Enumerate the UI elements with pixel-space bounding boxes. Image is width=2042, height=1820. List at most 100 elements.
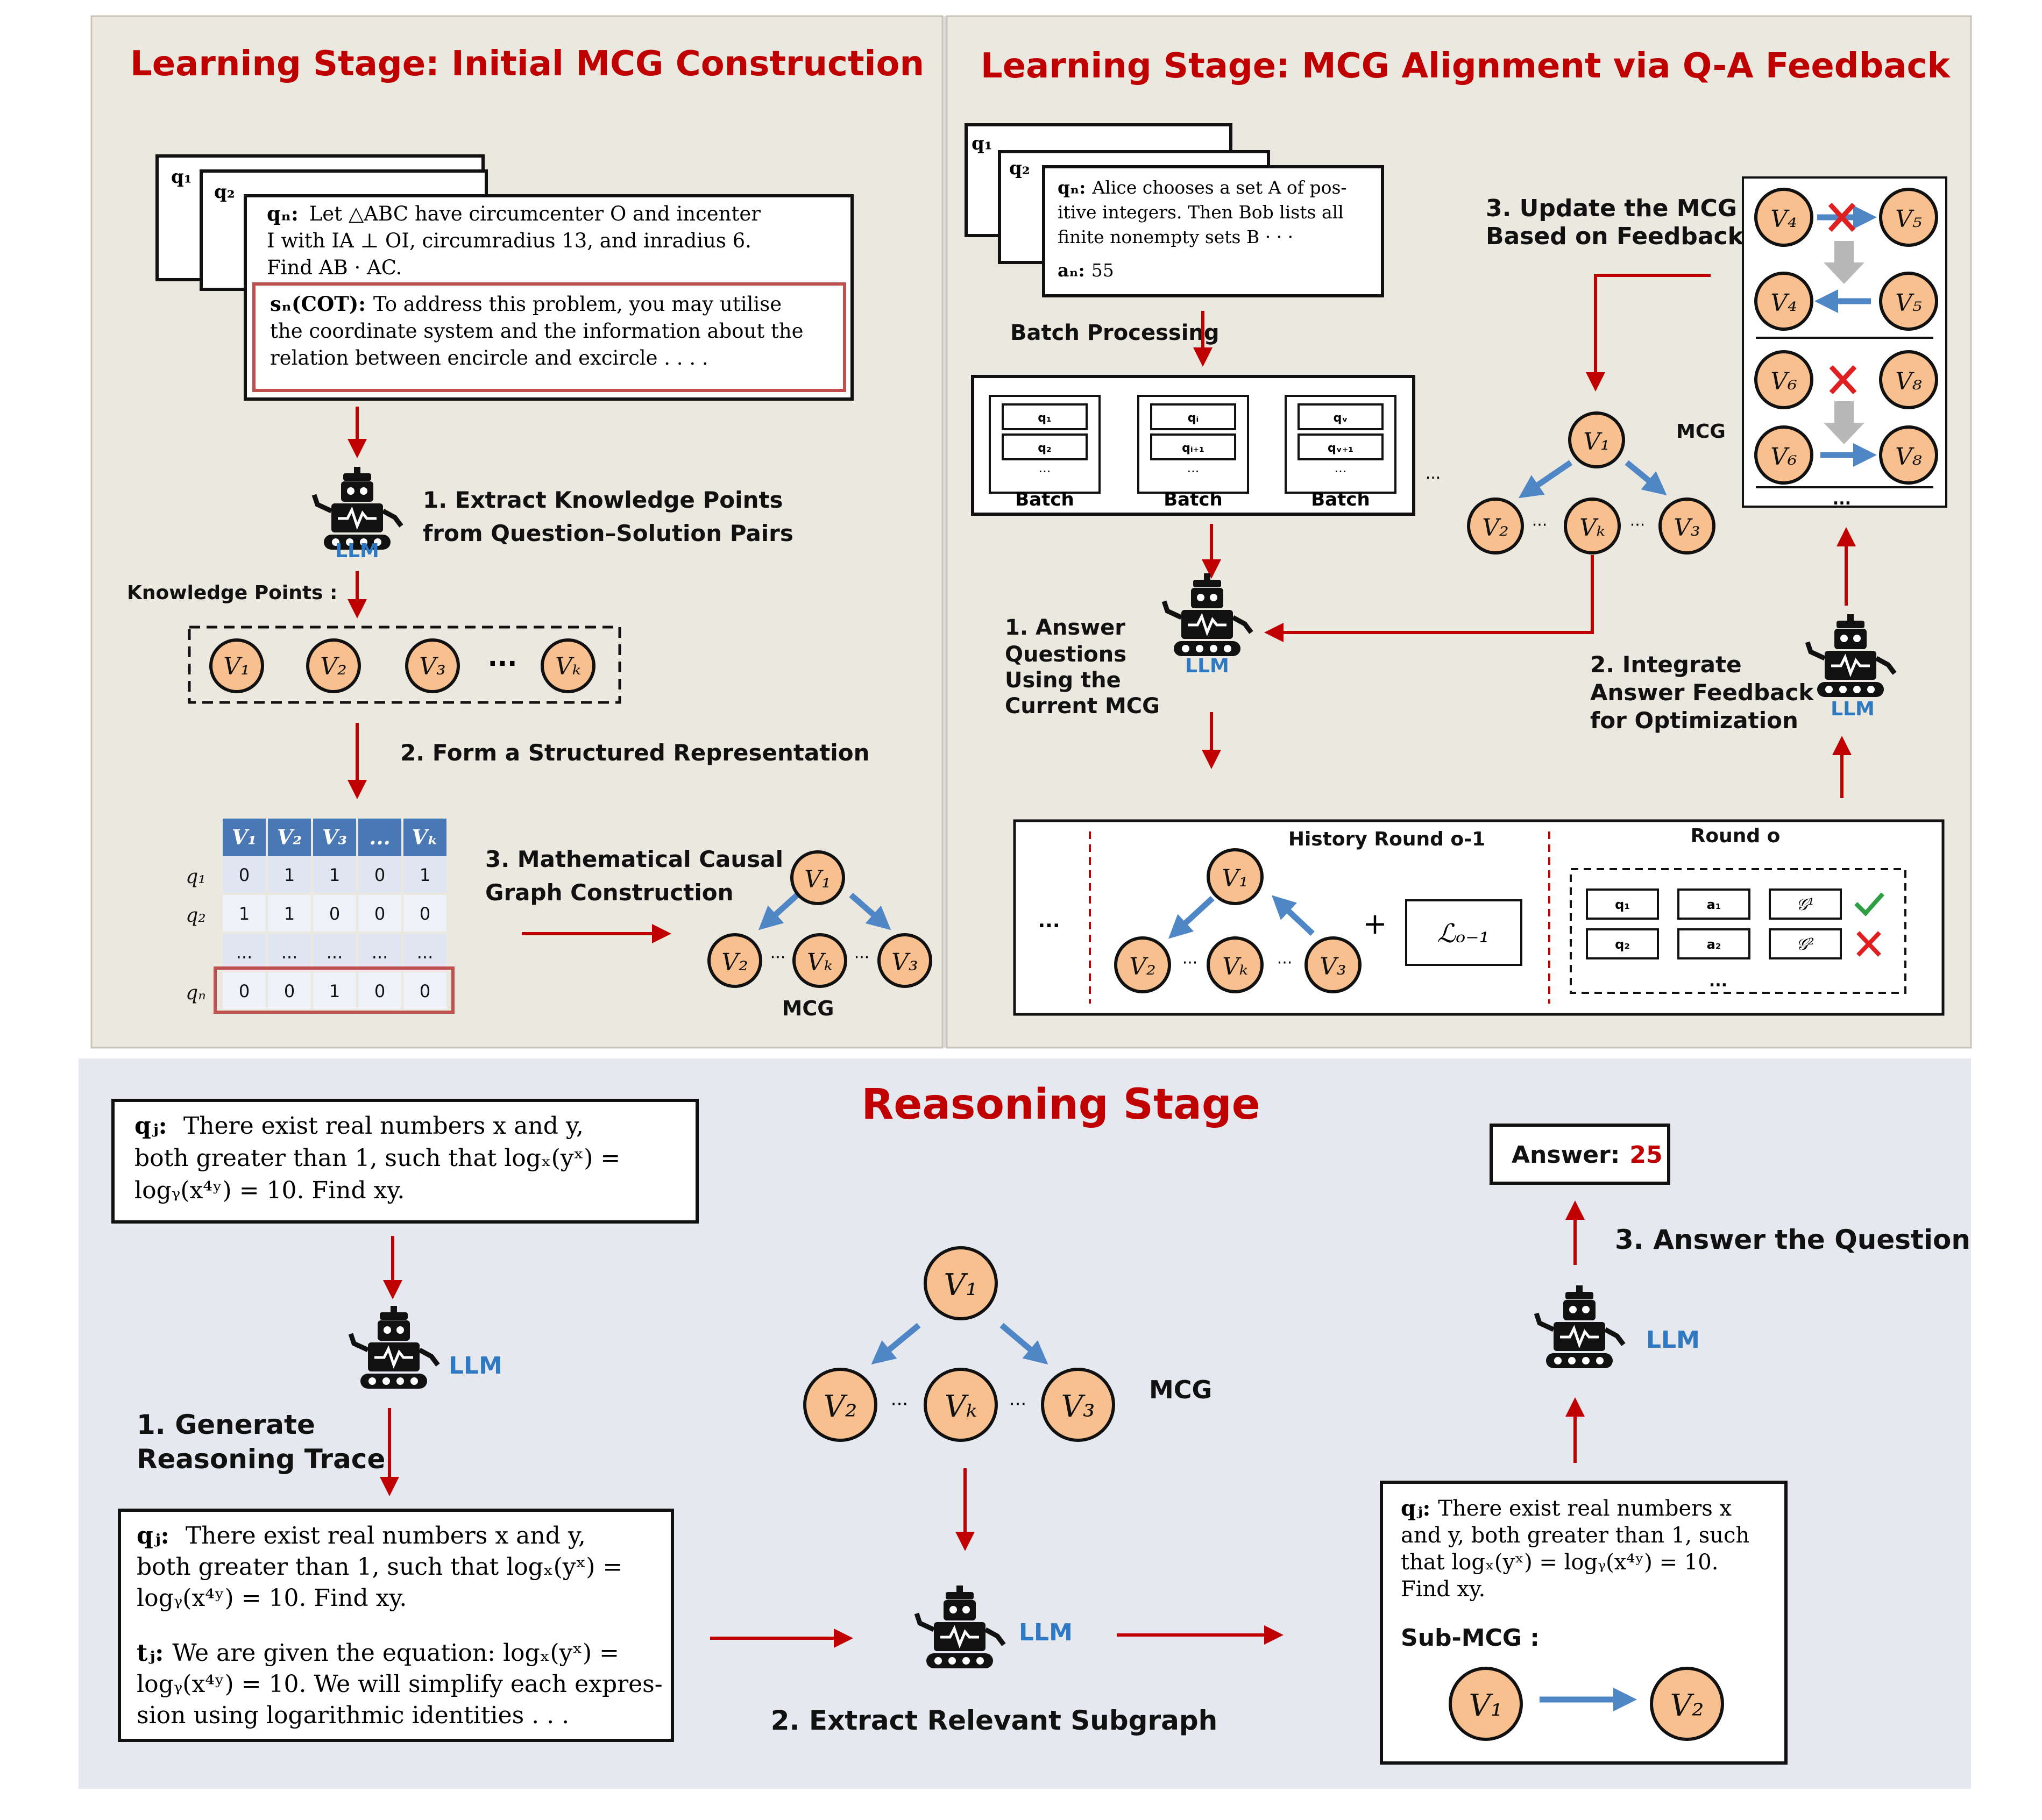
- qj2-text-3: logᵧ(x⁴ʸ) = 10. Find xy.: [137, 1584, 407, 1612]
- title-reasoning: Reasoning Stage: [861, 1080, 1260, 1129]
- cross-icon: [1856, 931, 1881, 957]
- r-qn-text-3: finite nonempty sets B · · ·: [1058, 226, 1293, 247]
- mcg-left-label: MCG: [782, 997, 834, 1020]
- sub-q-text-2: and y, both greater than 1, such: [1401, 1523, 1749, 1548]
- round-title: Round o: [1691, 825, 1781, 847]
- answer-value: 25: [1629, 1141, 1662, 1169]
- table-cell: 0: [239, 865, 250, 885]
- loss-term: ℒₒ₋₁: [1437, 919, 1490, 949]
- svg-text:V₆: V₆: [1770, 368, 1797, 395]
- r-step1-line2: Questions: [1005, 642, 1126, 667]
- kp-node-v3: V₃: [405, 638, 460, 693]
- svg-text:···: ···: [1532, 516, 1548, 535]
- qj2-text-1: There exist real numbers x and y,: [186, 1522, 586, 1549]
- svg-text:V₁: V₁: [223, 653, 250, 680]
- qn-label: qₙ:: [267, 202, 299, 225]
- mcg-graph-right: V₁ MCG V₂ ··· Vₖ ··· V₃: [1467, 411, 1726, 554]
- sn-text-1: To address this problem, you may utilise: [373, 293, 782, 316]
- svg-text:V₂: V₂: [1670, 1688, 1704, 1723]
- mcg-graph-bottom: V₁ V₂ ··· Vₖ ··· V₃ MCG: [803, 1246, 1212, 1442]
- batch-item-top: qᵢ: [1188, 411, 1199, 425]
- batch-label: Batch: [1311, 489, 1370, 510]
- svg-text:V₃: V₃: [419, 653, 445, 680]
- sub-q-text-4: Find xy.: [1401, 1577, 1485, 1602]
- llm-label-2: LLM: [1185, 655, 1229, 677]
- svg-text:V₅: V₅: [1895, 289, 1922, 317]
- qn-text-1: Let △ABC have circumcenter O and incente…: [309, 202, 761, 225]
- table-cell: 0: [284, 981, 295, 1001]
- r-step1-line4: Current MCG: [1005, 694, 1160, 719]
- update-pair-2: V₆ V₈ V₆ V₈: [1754, 350, 1938, 485]
- question-cards-right: q₁ q₂ qₙ:Alice chooses a set A of pos- i…: [965, 123, 1384, 297]
- mcg-bottom-vk: Vₖ: [924, 1368, 998, 1442]
- svg-text:V₁: V₁: [1583, 428, 1610, 456]
- table-cell: 0: [329, 904, 340, 924]
- step1-extract-line1: 1. Extract Knowledge Points: [423, 487, 783, 513]
- mcg-left-v1: V₁: [790, 850, 845, 905]
- table-header-1: V₂: [277, 825, 302, 849]
- llm-label-5: LLM: [1019, 1619, 1073, 1646]
- card-tab-q1: q₁: [171, 166, 192, 188]
- table-row-label: q₁: [186, 866, 205, 888]
- svg-text:qₙ:Alice chooses a set A of po: qₙ:Alice chooses a set A of pos-: [1058, 177, 1347, 198]
- round-g: 𝒢²: [1796, 935, 1814, 954]
- tj-label: tⱼ:: [137, 1639, 164, 1667]
- kp-node-vk: Vₖ: [541, 638, 595, 693]
- mcg-bottom-v3: V₃: [1041, 1368, 1115, 1442]
- llm-label-4: LLM: [449, 1352, 502, 1380]
- r-an-value: 55: [1091, 260, 1114, 281]
- table-cell: 0: [374, 904, 385, 924]
- mcg-right-v3: V₃: [1658, 497, 1715, 554]
- batch-item-bottom: q₂: [1038, 442, 1051, 455]
- r-step2-line2: Answer Feedback: [1590, 679, 1814, 706]
- step2-structured: 2. Form a Structured Representation: [400, 740, 870, 766]
- svg-text:V₁: V₁: [804, 866, 831, 893]
- check-icon: [1854, 892, 1884, 916]
- table-cell: 1: [329, 865, 340, 885]
- svg-text:V₂: V₂: [1129, 953, 1155, 980]
- svg-text:V₅: V₅: [1895, 205, 1922, 233]
- mcg-left-v2: V₂: [707, 933, 762, 988]
- mcg-right-v1: V₁: [1568, 411, 1625, 468]
- llm-label-1: LLM: [335, 540, 379, 562]
- svg-text:Vₖ: Vₖ: [945, 1389, 977, 1424]
- r-step3-line2: Based on Feedback: [1486, 223, 1745, 250]
- r-step2-line1: 2. Integrate: [1590, 651, 1742, 678]
- history-title: History Round o-1: [1288, 828, 1485, 850]
- svg-text:qⱼ:There exist real numbers x: qⱼ:There exist real numbers x and y,: [134, 1112, 584, 1140]
- table-header-3: ...: [369, 825, 391, 849]
- table-cell: ...: [417, 942, 434, 963]
- svg-text:V₃: V₃: [1061, 1389, 1095, 1424]
- round-box: [1570, 868, 1906, 994]
- r-qn-label: qₙ:: [1058, 177, 1086, 198]
- svg-text:V₂: V₂: [824, 1389, 857, 1424]
- svg-text:V₂: V₂: [721, 949, 748, 976]
- table-cell: 0: [420, 981, 430, 1001]
- sub-mcg-graph: V₁ V₂: [1449, 1667, 1724, 1741]
- answer-box: [1490, 1124, 1670, 1185]
- batch-item-top: qᵥ: [1334, 411, 1348, 425]
- card-tab-q2: q₂: [214, 181, 235, 203]
- question-box-qj: [111, 1099, 699, 1224]
- svg-text:Vₖ: Vₖ: [807, 949, 833, 976]
- svg-text:V₂: V₂: [320, 653, 346, 680]
- batch-ellipsis: ...: [1426, 464, 1441, 483]
- batch-ellipsis-small: ...: [1039, 460, 1051, 475]
- round-g: 𝒢¹: [1796, 895, 1814, 914]
- title-initial-mcg: Learning Stage: Initial MCG Construction: [130, 44, 924, 84]
- r-step3-line1: 3. Update the MCG: [1486, 195, 1737, 222]
- qn-text-2: I with IA ⊥ OI, circumradius 13, and inr…: [267, 229, 751, 252]
- table-row-label: q₂: [186, 905, 205, 927]
- llm-label-3: LLM: [1831, 698, 1875, 720]
- table-cell: 1: [284, 865, 295, 885]
- sn-text-2: the coordinate system and the informatio…: [270, 319, 804, 343]
- mcg-left-v3: V₃: [877, 933, 932, 988]
- batch-processing-label: Batch Processing: [1010, 321, 1219, 345]
- svg-text:qⱼ:There exist real numbers x: qⱼ:There exist real numbers x and y,: [137, 1522, 586, 1549]
- card-tab-r-q1: q₁: [972, 133, 992, 154]
- table-cell: ...: [236, 942, 253, 963]
- qj-label-1: qⱼ:: [134, 1112, 167, 1140]
- loss-box: [1405, 899, 1522, 966]
- mcg-right-label: MCG: [1676, 421, 1726, 443]
